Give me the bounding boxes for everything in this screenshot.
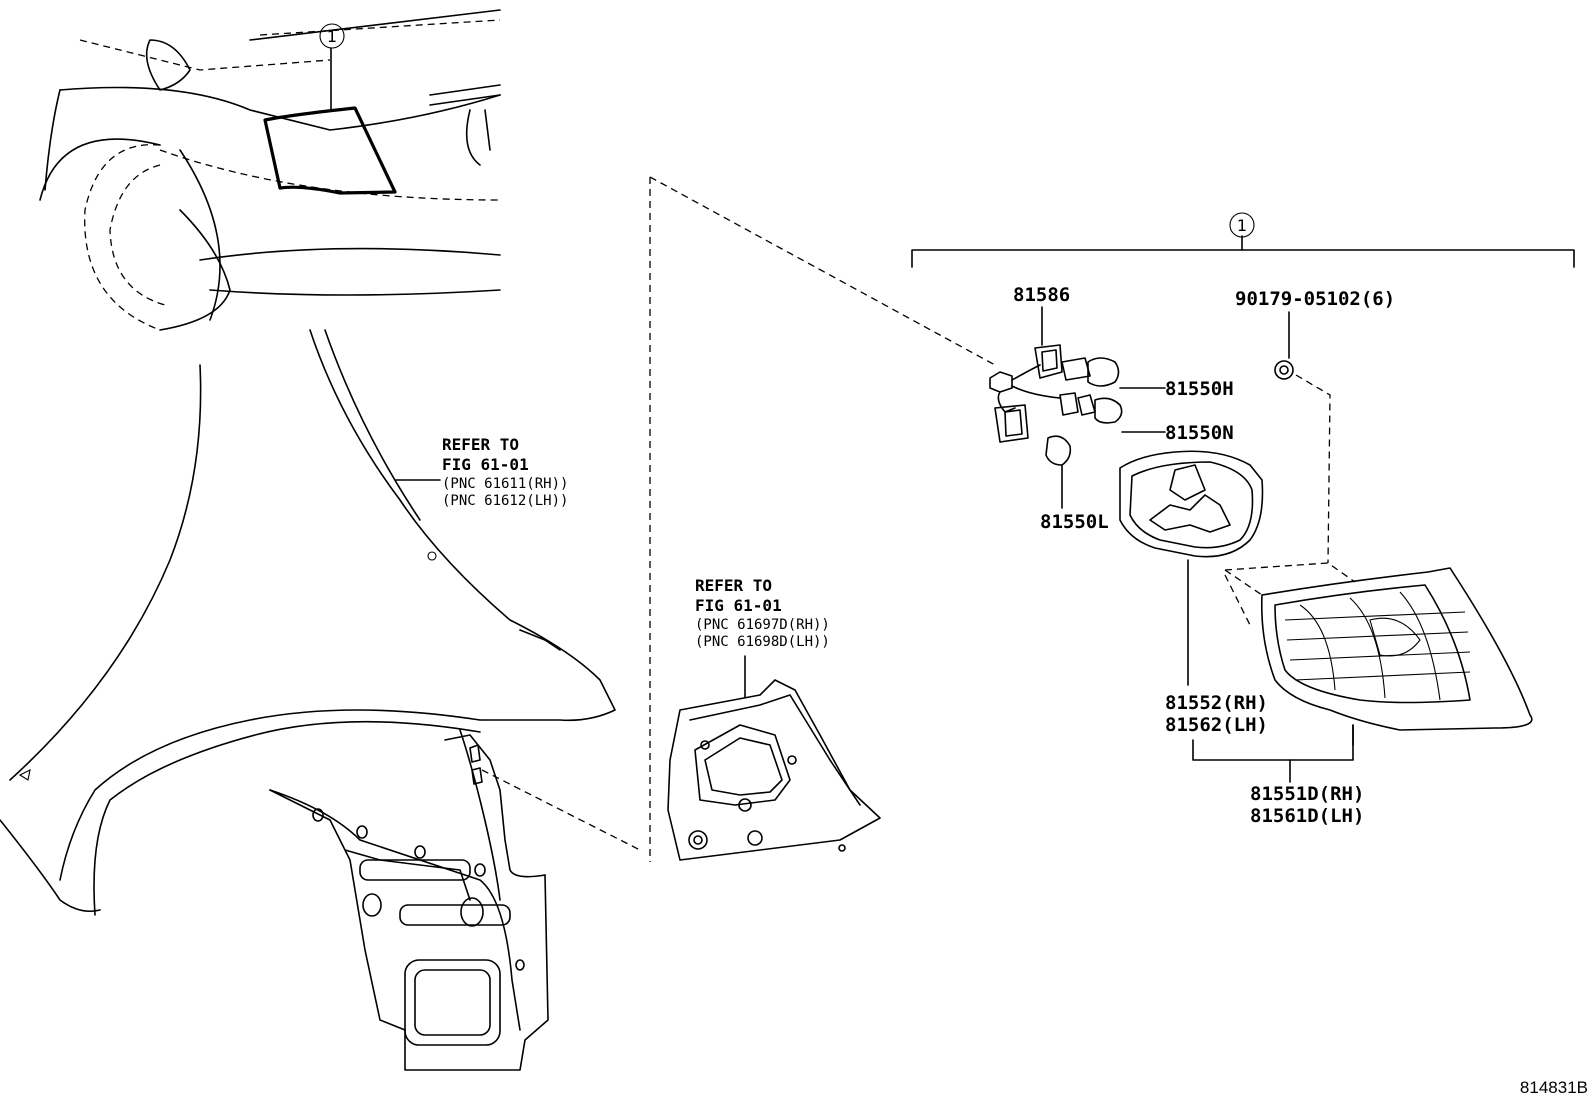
lens-and-body-81551d: 81551D(RH) 81561D(LH): [1224, 562, 1533, 827]
assembly-bracket: 1: [911, 212, 1575, 268]
bulb-81550h: 81550H: [1087, 357, 1234, 400]
screw-90179: 90179-05102(6): [1235, 288, 1395, 564]
svg-text:REFER TO: REFER TO: [695, 576, 772, 595]
svg-text:FIG 61-01: FIG 61-01: [695, 596, 782, 615]
light-location-outline: [263, 106, 397, 195]
bulb-81550n: 81550N: [1077, 394, 1234, 444]
socket-and-wire-81586: 81586: [989, 284, 1091, 443]
svg-text:81550N: 81550N: [1165, 422, 1234, 444]
callout-ref-1: 1: [327, 27, 337, 46]
svg-text:81550H: 81550H: [1165, 378, 1234, 400]
svg-text:81586: 81586: [1013, 284, 1070, 306]
refer-note-fender: REFER TO FIG 61-01 (PNC 61611(RH)) (PNC …: [394, 435, 568, 509]
svg-text:(PNC 61697D(RH)): (PNC 61697D(RH)): [695, 617, 830, 633]
svg-text:81561D(LH): 81561D(LH): [1250, 805, 1364, 827]
svg-text:81551D(RH): 81551D(RH): [1250, 783, 1364, 805]
svg-text:81550L: 81550L: [1040, 511, 1109, 533]
callout-circle: [319, 23, 345, 49]
rear-fender: [0, 329, 641, 1071]
svg-text:90179-05102(6): 90179-05102(6): [1235, 288, 1395, 310]
svg-text:81552(RH): 81552(RH): [1165, 692, 1268, 714]
svg-text:(PNC 61611(RH)): (PNC 61611(RH)): [442, 476, 568, 492]
bulb-81550l: 81550L: [1040, 435, 1109, 533]
gasket-81552: 81552(RH) 81562(LH): [1119, 450, 1354, 761]
inner-panel-piece: [649, 176, 996, 862]
car-rear-view: 1: [39, 9, 501, 331]
svg-text:REFER TO: REFER TO: [442, 435, 519, 454]
svg-text:FIG 61-01: FIG 61-01: [442, 455, 529, 474]
refer-note-panel: REFER TO FIG 61-01 (PNC 61697D(RH)) (PNC…: [695, 576, 830, 650]
diagram-code: 814831B: [1520, 1078, 1588, 1097]
svg-text:81562(LH): 81562(LH): [1165, 714, 1268, 736]
svg-text:(PNC 61698D(LH)): (PNC 61698D(LH)): [695, 634, 830, 650]
svg-text:(PNC 61612(LH)): (PNC 61612(LH)): [442, 493, 568, 509]
bracket-ref-1: 1: [1237, 216, 1247, 235]
